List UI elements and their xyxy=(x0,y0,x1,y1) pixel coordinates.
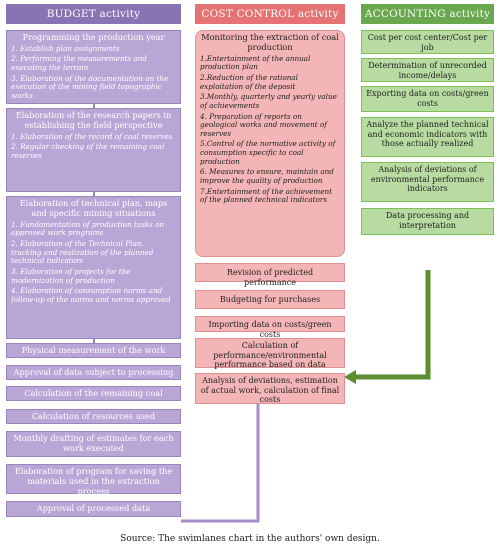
arrow-budget-to-cost xyxy=(181,400,260,523)
budget-technical-item: 2. Elaboration of the Technical Plan, tr… xyxy=(11,238,154,266)
cost-step: Analysis of deviations, estimation of ac… xyxy=(195,373,345,404)
cost-monitoring-item: 4. Preparation of reports on geological … xyxy=(200,111,327,138)
cost-monitoring-item: 3.Monthly, quarterly and yearly value of… xyxy=(200,92,337,110)
cost-monitoring-item: 2.Reduction of the rational exploitation… xyxy=(200,72,298,91)
cost-step: Importing data on costs/green costs xyxy=(195,316,345,339)
source-caption: Source: The swimlanes chart in the autho… xyxy=(120,534,380,544)
accounting-step: Analysis of deviations of environmental … xyxy=(361,162,494,202)
budget-research-item: 1. Elaboration of the record of coal res… xyxy=(11,131,173,141)
arrow-accounting-to-cost xyxy=(349,270,431,380)
budget-technical-item: 4. Elaboration of consumption norms and … xyxy=(11,286,171,304)
cost-monitoring-item: 7.Entertainment of the achievement of th… xyxy=(200,186,333,205)
accounting-step: Exporting data on costs/green costs xyxy=(361,86,494,112)
budget-research-title: Elaboration of the research papers in es… xyxy=(15,110,172,130)
accounting-step: Determination of unrecorded income/delay… xyxy=(361,58,494,82)
cost-step: Calculation of performance/environmental… xyxy=(195,338,345,369)
budget-step: Approval of processed data xyxy=(6,501,181,517)
cost-monitoring-item: 1.Entertainment of the annual production… xyxy=(200,53,311,72)
budget-technical-item: 3. Elaboration of projects for the moder… xyxy=(11,266,131,285)
budget-programming-box: Programming the production year 1. Estab… xyxy=(6,30,181,104)
lane-header-accounting: ACCOUNTING activity xyxy=(361,4,494,24)
cost-monitoring-item: 6. Measures to ensure, maintain and impr… xyxy=(200,167,334,186)
budget-programming-title: Programming the production year xyxy=(22,32,165,42)
cost-monitoring-box: Monitoring the extraction of coal produc… xyxy=(195,30,345,257)
accounting-step: Cost per cost center/Cost per job xyxy=(361,30,494,54)
budget-technical-item: 1. Fundamentation of production tasks on… xyxy=(11,219,165,238)
cost-monitoring-title: Monitoring the extraction of coal produc… xyxy=(201,32,339,52)
budget-step: Approval of data subject to processing xyxy=(6,365,181,380)
arrow-head-left xyxy=(344,370,356,384)
budget-research-item: 2. Regular checking of the remaining coa… xyxy=(11,142,165,160)
budget-research-box: Elaboration of the research papers in es… xyxy=(6,108,181,192)
budget-step: Elaboration of program for saving the ma… xyxy=(6,464,181,496)
cost-step: Revision of predicted performance xyxy=(195,263,345,287)
budget-step: Physical measurement of the work xyxy=(6,343,181,358)
budget-step: Monthly drafting of estimates for each w… xyxy=(6,431,181,457)
accounting-step: Data processing and interpretation xyxy=(361,208,494,235)
lane-header-budget: BUDGET activity xyxy=(6,4,181,24)
budget-technical-title: Elaboration of technical plan, maps and … xyxy=(19,198,168,218)
cost-monitoring-item: 5.Control of the normative activity of c… xyxy=(200,139,336,166)
budget-programming-item: 2. Performing the measurements and execu… xyxy=(11,54,147,73)
accounting-step: Analyze the planned technical and econom… xyxy=(361,117,494,157)
lane-header-cost-control: COST CONTROL activity xyxy=(195,4,345,24)
budget-step: Calculation of the remaining coal reserv… xyxy=(6,386,181,408)
budget-programming-item: 1. Establish plan assignments xyxy=(11,43,120,53)
cost-step: Budgeting for purchases xyxy=(195,290,345,309)
budget-technical-box: Elaboration of technical plan, maps and … xyxy=(6,196,181,339)
budget-programming-item: 3. Elaboration of the documentation on t… xyxy=(11,73,169,101)
budget-step: Calculation of resources used xyxy=(6,409,181,424)
